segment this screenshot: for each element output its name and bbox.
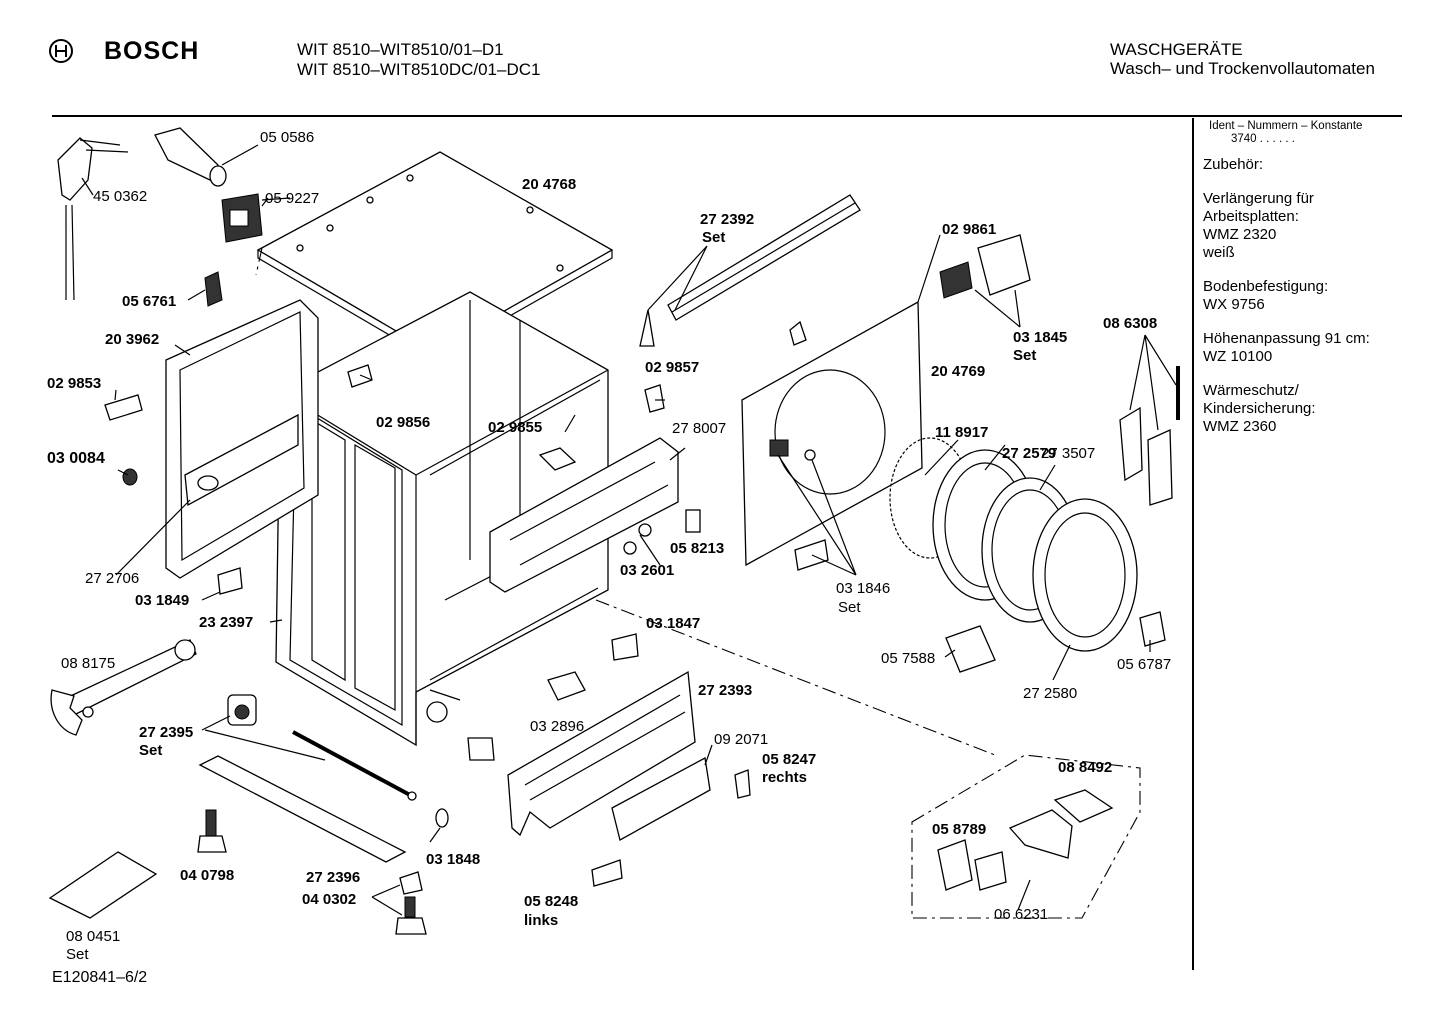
front-panel-part [741,300,923,571]
part-label: 27 2579 [1002,445,1056,462]
part-label: 09 2071 [714,731,768,748]
ident-label: Ident – Nummern – Konstante [1209,120,1363,132]
part-label: Set [1013,347,1036,364]
part-label: Set [702,229,725,246]
accessory-line: Kindersicherung: [1203,400,1316,417]
part-label: 06 6231 [994,906,1048,923]
small-parts-left [104,271,373,595]
accessory-line: WX 9756 [1203,296,1265,313]
accessory-line: Wärmeschutz/ [1203,382,1299,399]
part-label: 04 0798 [180,867,234,884]
part-label: 05 6787 [1117,656,1171,673]
part-label: Set [139,742,162,759]
brand-name: BOSCH [104,37,200,65]
part-label: 05 9227 [265,190,319,207]
part-label: 03 2601 [620,562,674,579]
part-label: 05 8248 [524,893,578,910]
zubehoer-title: Zubehör: [1203,156,1264,173]
part-label: 11 8917 [935,424,988,441]
part-label: 02 9856 [376,414,430,431]
category-subtitle: Wasch– und Trockenvollautomaten [1110,59,1375,78]
part-label: 05 8789 [932,821,986,838]
part-label: 27 2392 [700,211,754,228]
control-panel-frame-part [489,384,701,593]
accessory-line: weiß [1203,244,1235,261]
plinth-part [467,633,751,887]
part-label: 03 1847 [646,615,700,632]
part-label: 03 2896 [530,718,584,735]
part-label: 45 0362 [93,188,147,205]
accessory-panel: Ident – Nummern – Konstante 3740 . . . .… [1203,120,1433,436]
part-label: 27 2396 [306,869,360,886]
ident-value: 3740 . . . . . . [1231,133,1295,145]
part-label: 27 2395 [139,724,193,741]
part-label: Set [66,946,89,963]
part-label: 27 2393 [698,682,752,699]
heater-strip-part [639,194,861,347]
bosch-armature-icon [49,39,73,63]
part-label: 03 1849 [135,592,189,609]
part-label: 05 8247 [762,751,816,768]
part-label: 05 8213 [670,540,724,557]
part-label: 27 2706 [85,570,139,587]
part-label: 23 2397 [199,614,253,631]
part-label: 05 7588 [881,650,935,667]
cabinet-body-part [275,291,609,747]
part-label: 02 9853 [47,375,101,392]
part-label: 08 8175 [61,655,115,672]
part-label: 08 8492 [1058,759,1112,776]
accessory-line: WMZ 2360 [1203,418,1277,435]
door-assembly-part [889,437,1166,673]
part-label: 03 1846 [836,580,890,597]
part-label: links [524,912,558,929]
bosch-logo [48,38,74,69]
part-label: 04 0302 [302,891,356,908]
exploded-view-drawing: 05 0586 45 0362 05 9227 20 4768 27 2392 … [47,127,1180,963]
part-label: 27 2580 [1023,685,1077,702]
leader-lines [81,177,1177,916]
feet-and-strips [48,730,449,935]
part-label: 05 6761 [122,293,176,310]
hinge-set-part [1119,366,1180,506]
door-hinge-part [939,234,1031,299]
part-label: 20 4769 [931,363,985,380]
accessory-line: WMZ 2320 [1203,226,1277,243]
part-label: 02 9857 [645,359,699,376]
part-label: 03 0084 [47,450,105,467]
inlet-filter-part [154,127,259,187]
model-line-1: WIT 8510–WIT8510/01–D1 [297,40,504,59]
accessory-line: Arbeitsplatten: [1203,208,1299,225]
power-plug-part [57,137,129,301]
part-label: 03 1845 [1013,329,1067,346]
part-label: Set [838,599,861,616]
part-label: 27 8007 [672,420,726,437]
part-label: 02 9861 [942,221,996,238]
rear-panel-part [165,299,319,579]
lock-parts [937,789,1114,891]
accessory-line: WZ 10100 [1203,348,1273,365]
accessory-line: Höhenanpassung 91 cm: [1203,330,1370,347]
part-label: 02 9855 [488,419,542,436]
part-label: 03 1848 [426,851,480,868]
accessory-line: Bodenbefestigung: [1203,278,1329,295]
model-line-2: WIT 8510–WIT8510DC/01–DC1 [297,60,541,79]
accessory-line: Verlängerung für [1203,190,1314,207]
category-title: WASCHGERÄTE [1110,40,1243,59]
part-label: rechts [762,769,807,786]
part-label: 27 3507 [1041,445,1095,462]
part-label: 08 0451 [66,928,120,945]
part-label: 20 4768 [522,176,576,193]
part-label: 05 0586 [260,129,314,146]
part-label: 20 3962 [105,331,159,348]
sidebar-divider [1192,118,1194,970]
header-rule [52,115,1402,117]
drawing-id: E120841–6/2 [52,969,148,986]
part-label: 08 6308 [1103,315,1157,332]
wrench-part [50,639,197,736]
valve-part [227,694,257,726]
